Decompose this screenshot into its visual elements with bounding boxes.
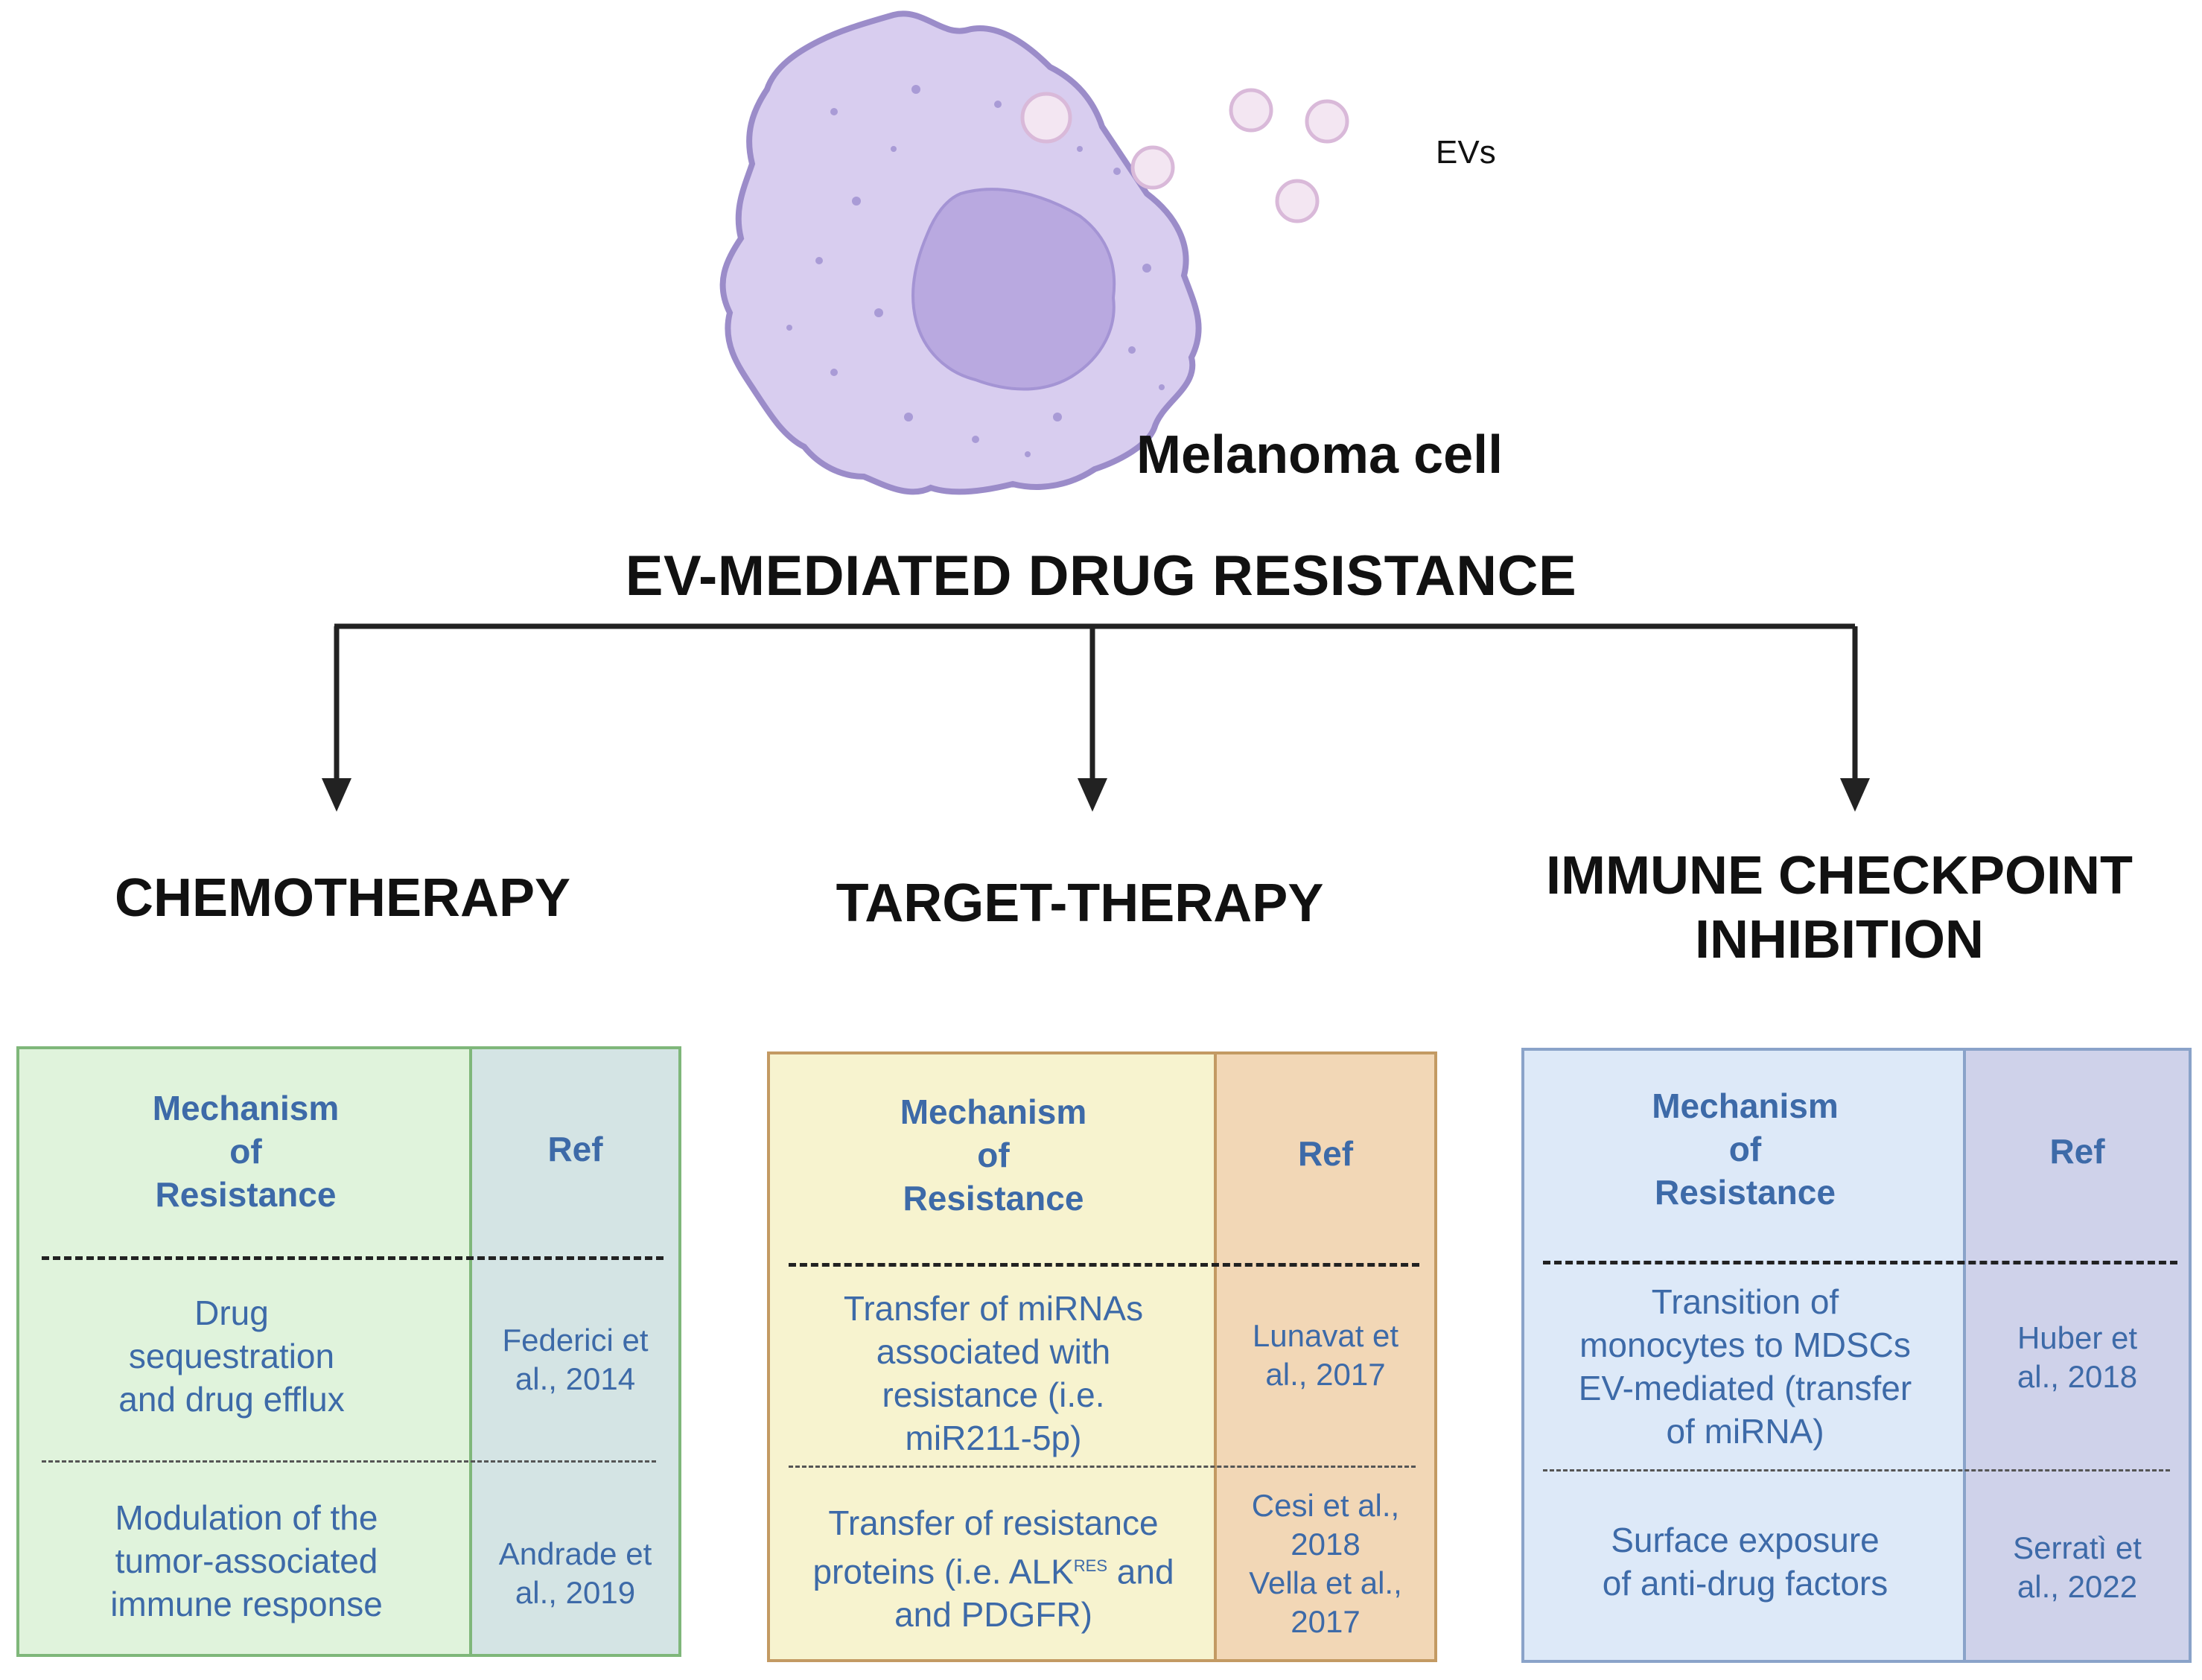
ref-header: Ref bbox=[547, 1130, 603, 1168]
ref-cell: Federici et al., 2014 bbox=[502, 1323, 649, 1396]
arrowhead-chemo bbox=[322, 778, 351, 812]
mechanism-header: Mechanism of Resistance bbox=[1652, 1086, 1839, 1212]
branch-title-chemotherapy: CHEMOTHERAPY bbox=[114, 868, 571, 928]
melanoma-cell-label: Melanoma cell bbox=[1136, 425, 1503, 485]
cell-granules bbox=[786, 85, 1165, 457]
ref-cell: Huber et al., 2018 bbox=[2017, 1320, 2138, 1394]
melanoma-cell-illustration bbox=[719, 10, 1349, 495]
header-divider bbox=[42, 1256, 664, 1260]
ref-cell: Andrade et al., 2019 bbox=[498, 1536, 652, 1610]
ref-column bbox=[1966, 1051, 2189, 1660]
mechanism-cell: Transfer of miRNAs associated with resis… bbox=[843, 1289, 1144, 1457]
mechanism-header: Mechanism of Resistance bbox=[900, 1092, 1087, 1218]
main-title: EV-MEDIATED DRUG RESISTANCE bbox=[625, 544, 1577, 608]
header-divider bbox=[789, 1263, 1419, 1267]
mechanism-column bbox=[19, 1049, 472, 1654]
mechanism-header: Mechanism of Resistance bbox=[152, 1089, 340, 1214]
ref-header: Ref bbox=[2049, 1132, 2105, 1171]
target-therapy-table: Mechanism of Resistance Ref Transfer of … bbox=[767, 1051, 1437, 1662]
mechanism-column bbox=[770, 1054, 1217, 1659]
header-divider bbox=[1543, 1261, 2177, 1264]
mechanism-column bbox=[1524, 1051, 1966, 1660]
ev-label: EVs bbox=[1436, 134, 1496, 171]
mechanism-cell: Drug sequestration and drug efflux bbox=[118, 1294, 345, 1419]
row-divider bbox=[1543, 1469, 2170, 1471]
ev-vesicles bbox=[1020, 88, 1349, 223]
mechanism-cell: Transfer of resistance proteins (i.e. AL… bbox=[812, 1504, 1174, 1635]
ref-header: Ref bbox=[1297, 1134, 1354, 1173]
mechanism-cell: Transition of monocytes to MDSCs EV-medi… bbox=[1578, 1282, 1912, 1451]
immune-checkpoint-table: Mechanism of Resistance Ref Transition o… bbox=[1521, 1048, 2192, 1663]
nucleus bbox=[911, 188, 1116, 391]
ref-cell: Serratì et al., 2022 bbox=[2013, 1530, 2142, 1604]
branch-title-immune-checkpoint: IMMUNE CHECKPOINT INHIBITION bbox=[1546, 846, 2133, 970]
mechanism-cell: Modulation of the tumor-associated immun… bbox=[110, 1498, 383, 1623]
arrowhead-target bbox=[1078, 778, 1107, 812]
mechanism-cell: Surface exposure of anti-drug factors bbox=[1602, 1521, 1888, 1603]
ref-column bbox=[1217, 1054, 1434, 1659]
ref-cell: Lunavat et al., 2017 bbox=[1252, 1318, 1399, 1392]
chemotherapy-table: Mechanism of Resistance Ref Drug sequest… bbox=[16, 1046, 681, 1657]
ref-cell: Cesi et al., 2018 Vella et al., 2017 bbox=[1249, 1488, 1402, 1639]
ref-column bbox=[472, 1049, 678, 1654]
branch-title-target-therapy: TARGET-THERAPY bbox=[836, 874, 1324, 933]
arrowhead-immune bbox=[1840, 778, 1870, 812]
branch-connectors bbox=[322, 623, 1870, 812]
row-divider bbox=[789, 1466, 1416, 1468]
row-divider bbox=[42, 1460, 656, 1463]
